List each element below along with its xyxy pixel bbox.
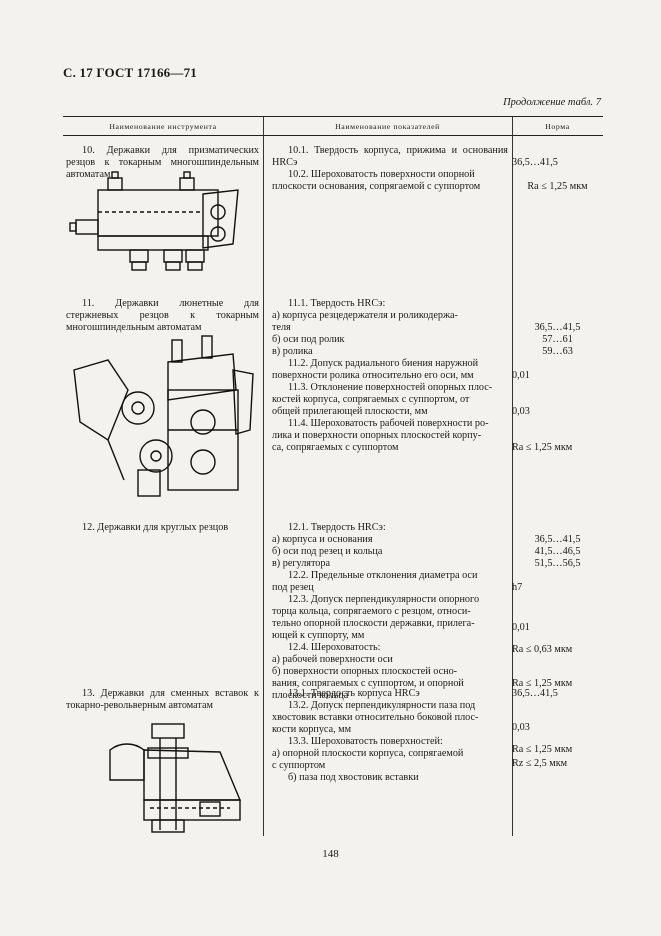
norm-13-1: 36,5…41,5	[512, 688, 558, 699]
norm-11-3: 0,03	[512, 406, 530, 417]
param-list-13: 13.1. Твердость корпуса HRCэ 13.2. Допус…	[272, 688, 508, 784]
param-line: в) регулятора	[272, 558, 330, 569]
norm-value: 41,5…46,5	[534, 546, 581, 557]
norm-value: 36,5…41,5	[534, 534, 581, 545]
table-continuation-label: Продолжение табл. 7	[503, 97, 601, 108]
column-header-tool: Наименование инструмента	[109, 122, 217, 131]
param-line: б) оси под резец и кольца	[272, 546, 383, 557]
holder-insert-drawing	[109, 723, 242, 833]
tool-name-10: 10. Державки для призматических резцов к…	[66, 145, 259, 180]
norm-value: 51,5…56,5	[534, 558, 581, 569]
page-number: 148	[322, 848, 339, 860]
param-line: 12.1. Твердость HRCэ:	[288, 522, 386, 533]
norm-13-3a: Ra ≤ 1,25 мкм	[512, 744, 573, 755]
param-line: са, сопрягаемых с суппортом	[272, 442, 399, 453]
tool-name-12: 12. Державки для круглых резцов	[82, 522, 229, 533]
param-line: 11.3. Отклонение поверхностей опорных пл…	[288, 382, 493, 393]
param-line: 11.4. Шероховатость рабочей поверхности …	[288, 418, 489, 429]
norm-11-4: Ra ≤ 1,25 мкм	[512, 442, 573, 453]
param-list-10: 10.1. Твердость корпуса, прижима и основ…	[272, 145, 508, 193]
norm-11-2: 0,01	[512, 370, 530, 381]
param-line: б) поверхности опорных плоскостей осно-	[272, 666, 458, 677]
param-line: 13.2. Допуск перпендикулярности паза под	[288, 700, 476, 711]
column-header-param: Наименование показателей	[335, 122, 440, 131]
table-header-rule	[63, 135, 603, 136]
param-line: тельно опорной плоскости державки, приле…	[272, 618, 475, 629]
param-line: 11.1. Твердость HRCэ:	[288, 298, 386, 309]
norm-10-1: 36,5…41,5	[512, 157, 558, 168]
param-line: 12.2. Предельные отклонения диаметра оси	[288, 570, 478, 581]
holder-steady-drawing	[73, 335, 254, 497]
norm-12-3: 0,01	[512, 622, 530, 633]
tool-name-13: 13. Державки для сменных вставок к токар…	[66, 688, 259, 711]
tool-name-11: 11. Державки люнетные для стержневых рез…	[66, 298, 259, 333]
param-line: лика и поверхности опорных плоскостей ко…	[272, 430, 482, 441]
param-line: а) опорной плоскости корпуса, сопрягаемо…	[272, 748, 464, 759]
param-line: плоскости основания, сопрягаемой с суппо…	[272, 181, 481, 192]
norm-list-11a: 36,5…41,5 57…61 59…63	[512, 322, 603, 358]
norm-10-2: Ra ≤ 1,25 мкм	[527, 181, 588, 192]
param-line: вания, сопрягаемых с суппортом, и опорно…	[272, 678, 464, 689]
norm-12-4a: Ra ≤ 0,63 мкм	[512, 644, 573, 655]
param-line: 10.1. Твердость корпуса, прижима и основ…	[272, 145, 508, 168]
norm-12-2: h7	[512, 582, 523, 593]
param-line: б) оси под ролик	[272, 334, 345, 345]
holder-prismatic-drawing	[69, 171, 239, 271]
param-line: 13.1. Твердость корпуса HRCэ	[288, 688, 420, 699]
param-line: костей корпуса, сопрягаемых с суппортом,…	[272, 394, 470, 405]
norm-value: 59…63	[542, 346, 573, 357]
page-title: С. 17 ГОСТ 17166—71	[63, 65, 197, 80]
param-line: поверхности ролика относительно его оси,…	[272, 370, 474, 381]
norm-13-2: 0,03	[512, 722, 530, 733]
param-line: 10.2. Шероховатость поверхности опорной	[288, 169, 475, 180]
param-list-12: 12.1. Твердость HRCэ: а) корпуса и основ…	[272, 522, 508, 702]
param-line: б) паза под хвостовик вставки	[288, 772, 419, 783]
column-divider-1	[263, 116, 264, 836]
param-line: ющей к суппорту, мм	[272, 630, 365, 641]
norm-12-4b: Ra ≤ 1,25 мкм	[512, 678, 573, 689]
norm-value: 36,5…41,5	[534, 322, 581, 333]
param-line: под резец	[272, 582, 314, 593]
column-divider-2	[512, 116, 513, 836]
param-line: кости корпуса, мм	[272, 724, 352, 735]
table-top-rule	[63, 116, 603, 117]
param-line: хвостовик вставки относительно боковой п…	[272, 712, 479, 723]
param-line: 12.3. Допуск перпендикулярности опорного	[288, 594, 480, 605]
param-line: 12.4. Шероховатость:	[288, 642, 381, 653]
norm-list-12a: 36,5…41,5 41,5…46,5 51,5…56,5	[512, 534, 603, 570]
param-line: торца кольца, сопрягаемого с резцом, отн…	[272, 606, 471, 617]
param-line: в) ролика	[272, 346, 313, 357]
param-line: теля	[272, 322, 291, 333]
param-line: общей прилегающей плоскости, мм	[272, 406, 428, 417]
param-line: 11.2. Допуск радиального биения наружной	[288, 358, 479, 369]
param-line: а) корпуса и основания	[272, 534, 373, 545]
norm-13-3b: Rz ≤ 2,5 мкм	[512, 758, 568, 769]
param-line: а) корпуса резцедержателя и роликодержа-	[272, 310, 458, 321]
param-list-11: 11.1. Твердость HRCэ: а) корпуса резцеде…	[272, 298, 508, 454]
column-header-norm: Норма	[545, 122, 570, 131]
param-line: а) рабочей поверхности оси	[272, 654, 393, 665]
param-line: с суппортом	[272, 760, 326, 771]
param-line: 13.3. Шероховатость поверхностей:	[288, 736, 443, 747]
param-line: плоскости кольца	[272, 690, 349, 701]
norm-value: 57…61	[542, 334, 573, 345]
